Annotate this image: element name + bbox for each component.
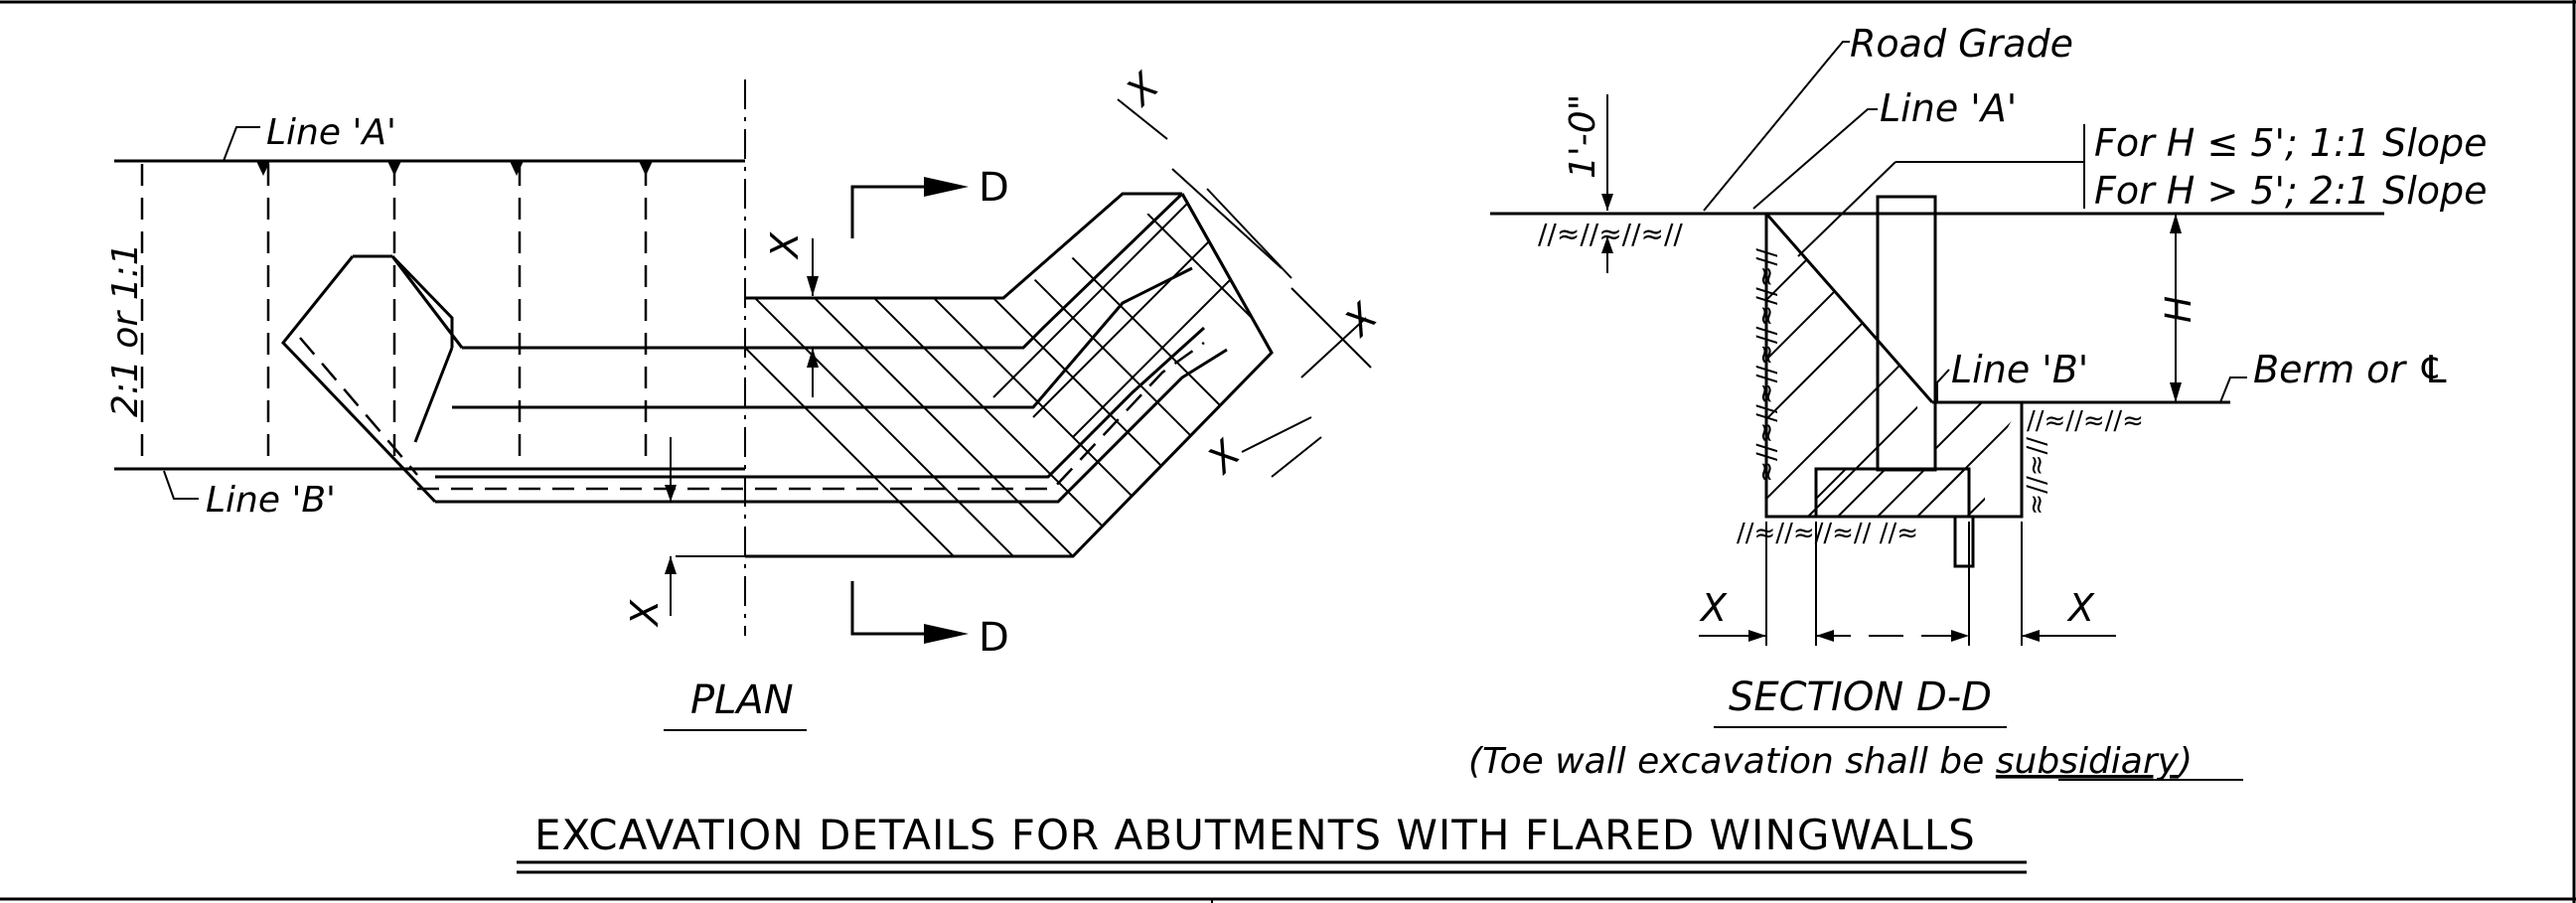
section-line-b-label: Line 'B' (1951, 348, 2088, 391)
section-dim-x-left: X (1699, 586, 1728, 630)
section-note-underlined: subsidiary (1996, 741, 2180, 782)
svg-text://≈//≈//≈//≈//≈//≈: //≈//≈//≈//≈//≈//≈ (1751, 248, 1781, 483)
svg-text://≈//≈: //≈//≈ (2022, 437, 2051, 516)
slope-line (1764, 213, 1934, 403)
section-note: (Toe wall excavation shall be subsidiary… (1468, 741, 2193, 782)
plan-line-a-label: Line 'A' (266, 112, 396, 153)
section-dim-x-right: X (2066, 586, 2095, 630)
plan-view: D D X X X X X (105, 64, 1387, 731)
plan-dashed-verticals (140, 164, 648, 469)
plan-dim-x-1: X (763, 231, 807, 260)
height-dim: H (2159, 296, 2199, 323)
berm-label: Berm or ℄ (2253, 348, 2451, 391)
svg-text://≈//≈//≈: //≈//≈//≈ (2027, 406, 2144, 436)
section-line-a-label: Line 'A' (1880, 86, 2017, 130)
offset-dim: 1'-0" (1563, 94, 1603, 179)
section-cut-bottom (850, 581, 969, 644)
line-a-markers (256, 161, 653, 176)
plan-line-b-label: Line 'B' (206, 480, 336, 521)
plan-dim-x-5: X (1198, 431, 1250, 483)
section-mark-bottom: D (979, 615, 1009, 661)
slope-note-2: For H > 5'; 2:1 Slope (2094, 169, 2488, 213)
plan-slope-label: 2:1 or 1:1 (105, 242, 146, 417)
section-title: SECTION D-D (1729, 675, 1992, 720)
road-grade-label: Road Grade (1850, 22, 2073, 66)
plan-dim-x-4: X (1335, 294, 1387, 346)
slope-note-1: For H ≤ 5'; 1:1 Slope (2094, 121, 2488, 165)
svg-text://≈//≈//≈//: //≈//≈//≈// (1538, 218, 1683, 250)
plan-title: PLAN (690, 677, 794, 723)
svg-text://≈//≈//≈// //≈: //≈//≈//≈// //≈ (1737, 519, 1918, 548)
main-title: EXCAVATION DETAILS FOR ABUTMENTS WITH FL… (534, 811, 1976, 859)
section-cut-top (850, 177, 969, 238)
section-view: //≈//≈//≈// //≈//≈//≈//≈//≈ (1468, 22, 2488, 782)
plan-dim-x-3: X (1117, 64, 1168, 115)
plan-dim-x-left (665, 437, 745, 616)
section-mark-top: D (979, 165, 1009, 211)
plan-dim-x-top (807, 238, 819, 397)
plan-dim-x-2: X (623, 599, 667, 628)
plan-dim-x-angled (1117, 98, 1372, 478)
